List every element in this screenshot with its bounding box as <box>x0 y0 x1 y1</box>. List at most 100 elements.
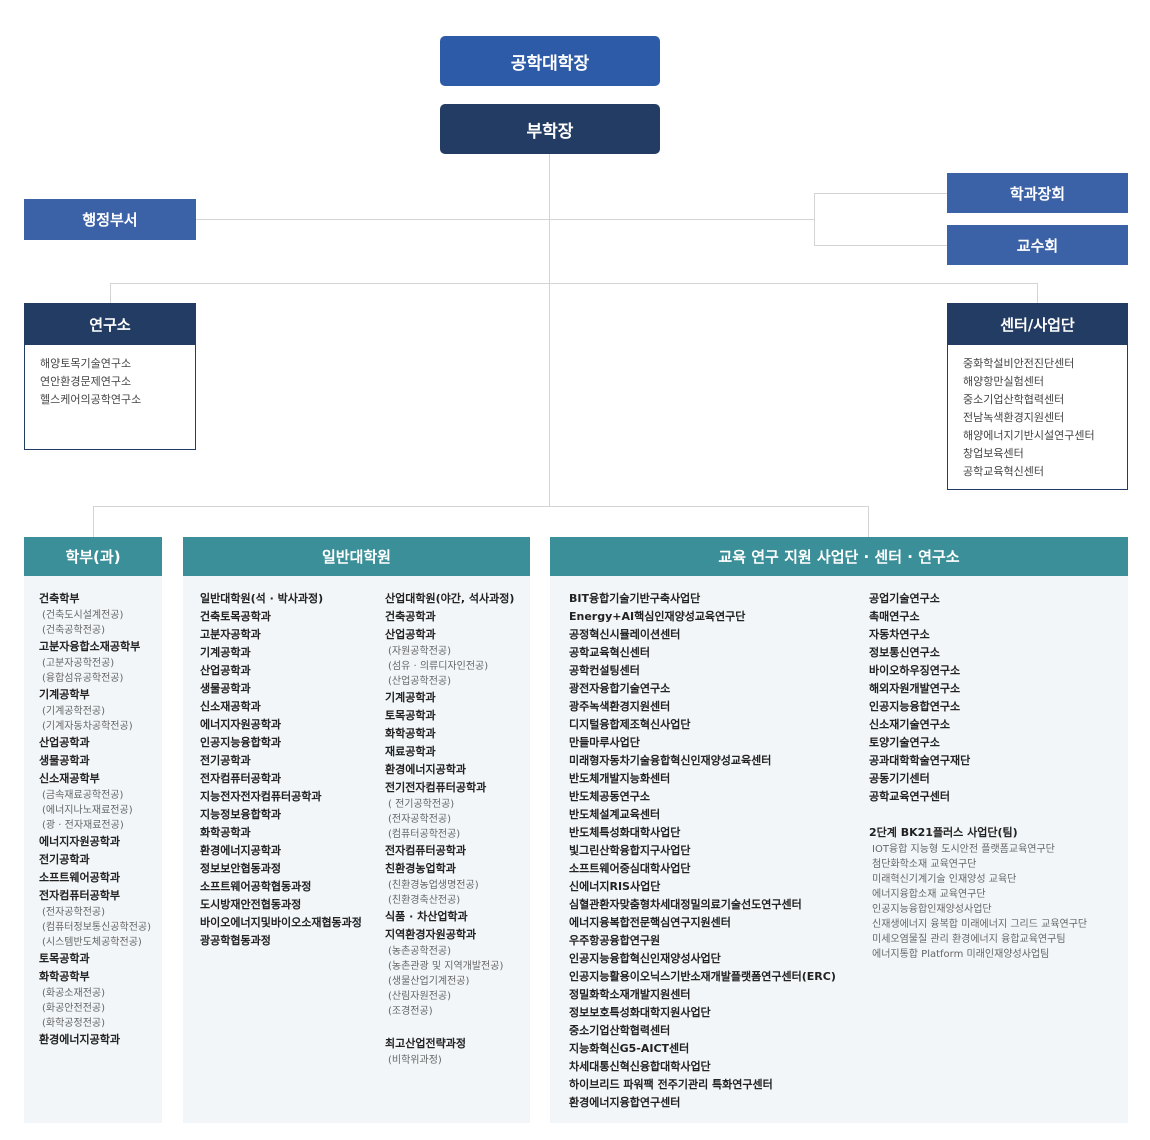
grad-department-item: 소프트웨어공학협동과정 <box>200 880 312 893</box>
support-unit-item: 공학컨설팅센터 <box>569 664 640 677</box>
grad-department-item: 광공학협동과정 <box>200 934 271 947</box>
research-item: 해양토목기술연구소 <box>40 357 132 370</box>
major-item: (전자공학전공) <box>388 814 452 825</box>
connector-line <box>93 506 94 537</box>
support-unit-item: 신에너지RIS사업단 <box>569 880 661 893</box>
connector-line <box>110 283 1038 284</box>
undergrad-title: 학부(과) <box>24 537 162 576</box>
department-item: 고분자융합소재공학부 <box>39 640 141 653</box>
bk21-team-item: 미세오염물질 관리 환경에너지 융합교육연구팀 <box>872 934 1066 945</box>
department-item: 토목공학과 <box>39 952 90 965</box>
grad-department-item: 환경에너지공학과 <box>200 844 281 857</box>
major-item: (융합섬유공학전공) <box>42 673 124 684</box>
connector-line <box>814 193 947 194</box>
research-list: 해양토목기술연구소 연안환경문제연구소 헬스케어의공학연구소 <box>25 345 195 409</box>
centers-list: 중화학설비안전진단센터 해양항만실험센터 중소기업산학협력센터 전남녹색환경지원… <box>948 345 1127 481</box>
connector-line <box>549 154 550 506</box>
grad-department-item: 환경에너지공학과 <box>385 763 466 776</box>
department-item: 생물공학과 <box>39 754 90 767</box>
support-unit-item: 환경에너지융합연구센터 <box>569 1096 681 1109</box>
grad-department-item: 전기전자컴퓨터공학과 <box>385 781 487 794</box>
bk21-team-item: IOT융합 지능형 도시안전 플랫폼교육연구단 <box>872 844 1055 855</box>
support-unit-item: Energy+AI핵심인재양성교육연구단 <box>569 610 746 623</box>
spacer <box>385 1019 514 1035</box>
grad-department-item: 일반대학원(석 · 박사과정) <box>200 592 324 605</box>
grad-department-item: 전자컴퓨터공학과 <box>200 772 281 785</box>
grad-program-item: 최고산업전략과정 <box>385 1037 466 1050</box>
bk21-team-item: 에너지통합 Platform 미래인재양성사업팀 <box>872 949 1050 960</box>
support-unit-item: 공정혁신시뮬레이션센터 <box>569 628 681 641</box>
support-unit-item: 광전자융합기술연구소 <box>569 682 671 695</box>
research-center-item: 인공지능융합연구소 <box>869 700 961 713</box>
major-item: (컴퓨터정보통신공학전공) <box>42 922 152 933</box>
grad-department-item: 생물공학과 <box>200 682 251 695</box>
grad-department-item: 전자컴퓨터공학과 <box>385 844 466 857</box>
grad-department-item: 바이오에너지및바이오소재협동과정 <box>200 916 362 929</box>
research-center-item: 신소재기술연구소 <box>869 718 950 731</box>
support-unit-item: BIT융합기술기반구축사업단 <box>569 592 701 605</box>
research-center-item: 공동기기센터 <box>869 772 930 785</box>
major-item: (친환경농업생명전공) <box>388 880 479 891</box>
grad-department-item: 재료공학과 <box>385 745 436 758</box>
grad-department-item: 지역환경자원공학과 <box>385 928 477 941</box>
support-unit-item: 공학교육혁신센터 <box>569 646 650 659</box>
support-unit-item: 심혈관환자맞춤형차세대정밀의료기술선도연구센터 <box>569 898 802 911</box>
major-item: (기계공학전공) <box>42 706 106 717</box>
connector-line <box>196 219 549 220</box>
support-unit-item: 디지털융합제조혁신사업단 <box>569 718 691 731</box>
research-center-item: 토양기술연구소 <box>869 736 940 749</box>
grad-department-item: 정보보안협동과정 <box>200 862 281 875</box>
grad-department-item: 친환경농업학과 <box>385 862 456 875</box>
department-item: 산업공학과 <box>39 736 90 749</box>
research-institutes-panel: 연구소 해양토목기술연구소 연안환경문제연구소 헬스케어의공학연구소 <box>24 303 196 450</box>
major-item: (에너지나노재료전공) <box>42 805 133 816</box>
grad-department-item: 건축토목공학과 <box>200 610 271 623</box>
grad-department-item: 지능정보융합학과 <box>200 808 281 821</box>
grad-department-item: 산업공학과 <box>200 664 251 677</box>
grad-department-item: 도시방재안전협동과정 <box>200 898 302 911</box>
major-item: (고분자공학전공) <box>42 658 115 669</box>
grad-department-item: 지능전자전자컴퓨터공학과 <box>200 790 322 803</box>
support-unit-item: 하이브리드 파워팩 전주기관리 특화연구센터 <box>569 1078 773 1091</box>
support-unit-item: 반도체공동연구소 <box>569 790 650 803</box>
major-item: (시스템반도체공학전공) <box>42 937 142 948</box>
support-unit-item: 반도체설계교육센터 <box>569 808 661 821</box>
support-unit-item: 만들마루사업단 <box>569 736 640 749</box>
grad-title: 일반대학원 <box>183 537 530 576</box>
center-item: 공학교육혁신센터 <box>963 465 1044 478</box>
connector-line <box>549 219 814 220</box>
grad-department-item: 토목공학과 <box>385 709 436 722</box>
grad-department-item: 건축공학과 <box>385 610 436 623</box>
research-center-item: 공과대학학술연구재단 <box>869 754 971 767</box>
research-center-item: 해외자원개발연구소 <box>869 682 961 695</box>
grad-department-item: 고분자공학과 <box>200 628 261 641</box>
support-unit-item: 미래형자동차기술융합혁신인재양성교육센터 <box>569 754 772 767</box>
connector-line <box>814 245 947 246</box>
research-center-item: 정보통신연구소 <box>869 646 940 659</box>
major-item: (농촌관광 및 지역개발전공) <box>388 961 504 972</box>
department-item: 건축학부 <box>39 592 80 605</box>
center-item: 창업보육센터 <box>963 447 1024 460</box>
major-item: (기계자동차공학전공) <box>42 721 133 732</box>
vice-dean-box: 부학장 <box>440 104 660 154</box>
support-unit-item: 차세대통신혁신융합대학사업단 <box>569 1060 711 1073</box>
support-unit-item: 소프트웨어중심대학사업단 <box>569 862 691 875</box>
center-item: 해양에너지기반시설연구센터 <box>963 429 1095 442</box>
grad-department-item: 화학공학과 <box>385 727 436 740</box>
major-item: (생물산업기계전공) <box>388 976 470 987</box>
grad-department-item: 산업대학원(야간, 석사과정) <box>385 592 515 605</box>
research-institutes-title: 연구소 <box>25 304 195 345</box>
major-item: (건축공학전공) <box>42 625 106 636</box>
support-unit-item: 우주항공융합연구원 <box>569 934 661 947</box>
bk21-title: 2단계 BK21플러스 사업단(팀) <box>869 826 1018 839</box>
support-unit-item: 인공지능활용이오닉스기반소재개발플랫폼연구센터(ERC) <box>569 970 836 983</box>
research-item: 연안환경문제연구소 <box>40 375 132 388</box>
department-item: 소프트웨어공학과 <box>39 871 120 884</box>
department-item: 환경에너지공학과 <box>39 1033 120 1046</box>
major-item: (친환경축산전공) <box>388 895 461 906</box>
major-item: (금속재료공학전공) <box>42 790 124 801</box>
department-item: 화학공학부 <box>39 970 90 983</box>
